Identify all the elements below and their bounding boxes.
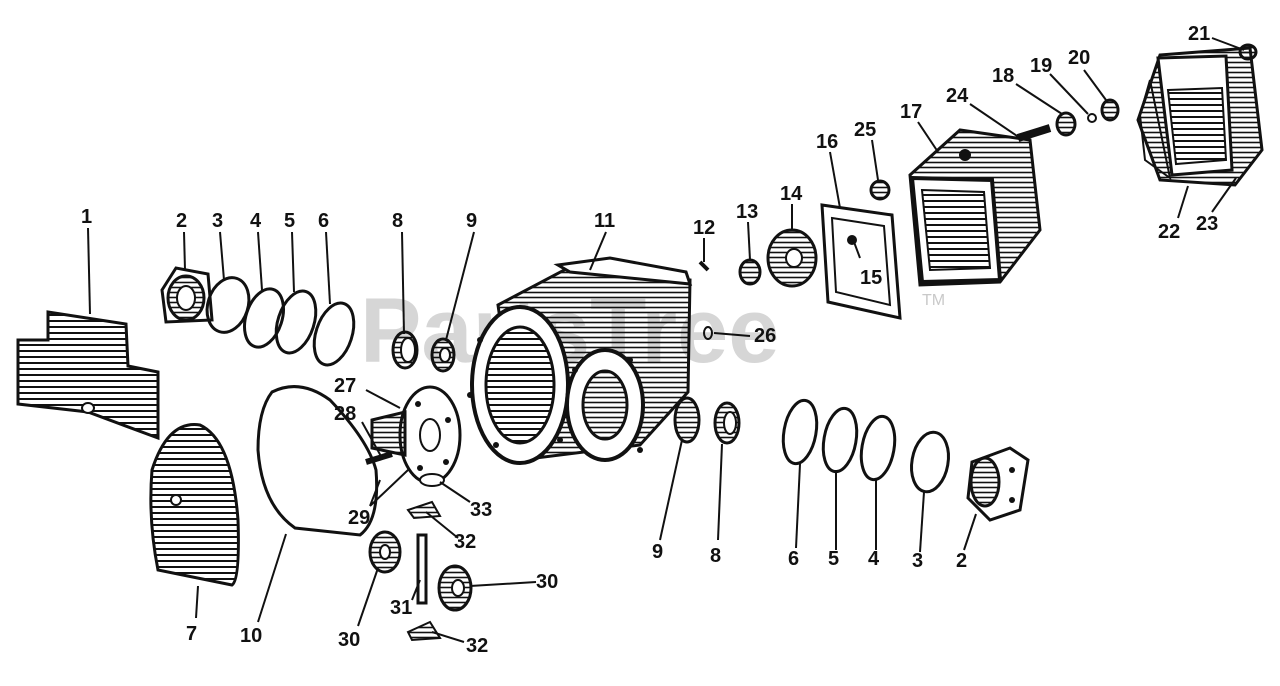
part-8-bearing-cup-right bbox=[713, 401, 741, 445]
callout-7: 7 bbox=[186, 623, 197, 645]
callout-8-right: 8 bbox=[710, 545, 721, 567]
part-4-shim-left bbox=[243, 287, 285, 349]
part-30-side-gear-right bbox=[437, 564, 473, 612]
part-26-oring bbox=[703, 326, 713, 340]
callout-15: 15 bbox=[860, 267, 882, 289]
callout-26: 26 bbox=[754, 325, 776, 347]
callout-11: 11 bbox=[594, 210, 615, 232]
callout-25: 25 bbox=[854, 119, 876, 141]
part-18-bearing bbox=[1055, 111, 1077, 137]
part-6-shim-left bbox=[312, 301, 356, 367]
part-21-breather bbox=[1238, 43, 1258, 61]
callout-4-left: 4 bbox=[250, 210, 262, 232]
callout-30-right: 30 bbox=[536, 571, 558, 593]
part-32-pinion-lower bbox=[406, 620, 442, 642]
part-24-shaft bbox=[1016, 124, 1052, 142]
part-9-bearing-cone-right bbox=[673, 396, 701, 444]
callout-labels: 1 2 3 4 5 6 8 9 11 12 13 14 15 16 17 18 … bbox=[81, 23, 1218, 657]
leader-lines bbox=[87, 37, 1245, 643]
callout-29: 29 bbox=[348, 507, 370, 529]
callout-3-left: 3 bbox=[212, 210, 223, 232]
part-9-bearing-cone-left bbox=[430, 337, 456, 373]
callout-3-right: 3 bbox=[912, 550, 923, 572]
part-6-shim-right bbox=[781, 398, 819, 466]
part-1-shield bbox=[16, 310, 160, 441]
callout-19: 19 bbox=[1030, 55, 1052, 77]
callout-1: 1 bbox=[81, 206, 92, 228]
callout-10: 10 bbox=[240, 625, 262, 647]
part-31-shaft bbox=[416, 533, 428, 605]
part-12-pin bbox=[698, 260, 710, 272]
callout-20: 20 bbox=[1068, 47, 1090, 69]
callout-18: 18 bbox=[992, 65, 1014, 87]
part-22-gasket bbox=[1138, 79, 1172, 181]
part-17-housing bbox=[908, 128, 1042, 287]
callout-5-right: 5 bbox=[828, 548, 839, 570]
part-2-retainer-left bbox=[160, 266, 214, 324]
part-33-thrust-washer bbox=[419, 473, 445, 487]
callout-32-lower: 32 bbox=[466, 635, 488, 657]
callout-27: 27 bbox=[334, 375, 356, 397]
part-16-cover-plate bbox=[820, 203, 902, 320]
callout-16: 16 bbox=[816, 131, 838, 153]
callout-9-left: 9 bbox=[466, 210, 477, 232]
callout-6-right: 6 bbox=[788, 548, 799, 570]
callout-2-left: 2 bbox=[176, 210, 187, 232]
part-5-shim-right bbox=[821, 406, 859, 474]
callout-17: 17 bbox=[900, 101, 922, 123]
callout-5-left: 5 bbox=[284, 210, 295, 232]
part-28-pin bbox=[365, 451, 393, 465]
part-8-bearing-cup-left bbox=[391, 330, 419, 370]
part-4-shim-right bbox=[859, 414, 897, 482]
part-23-end-cover bbox=[1136, 46, 1264, 187]
callout-30-left: 30 bbox=[338, 629, 360, 651]
part-20-seal bbox=[1100, 98, 1120, 122]
callout-9-right: 9 bbox=[652, 541, 663, 563]
watermark-trademark: TM bbox=[922, 292, 945, 309]
part-32-pinion-upper bbox=[406, 500, 442, 520]
part-19-clip bbox=[1087, 113, 1097, 123]
callout-28: 28 bbox=[334, 403, 356, 425]
callout-4-right: 4 bbox=[868, 548, 880, 570]
callout-2-right: 2 bbox=[956, 550, 967, 572]
callout-12: 12 bbox=[693, 217, 715, 239]
part-7-cover bbox=[149, 423, 240, 587]
callout-33: 33 bbox=[470, 499, 492, 521]
callout-6-left: 6 bbox=[318, 210, 329, 232]
callout-31: 31 bbox=[390, 597, 412, 619]
callout-23: 23 bbox=[1196, 213, 1218, 235]
part-27-differential-case bbox=[370, 385, 462, 485]
callout-8-left: 8 bbox=[392, 210, 403, 232]
part-3-shim-right bbox=[910, 430, 950, 494]
part-25-plug bbox=[869, 179, 891, 201]
part-14-gear bbox=[766, 228, 818, 288]
callout-32-upper: 32 bbox=[454, 531, 476, 553]
callout-21: 21 bbox=[1188, 23, 1210, 45]
part-10-gasket bbox=[256, 385, 379, 537]
callout-13: 13 bbox=[736, 201, 758, 223]
part-2-retainer-right bbox=[966, 446, 1030, 522]
part-11-transmission-case bbox=[467, 256, 693, 465]
callout-24: 24 bbox=[946, 85, 969, 107]
callout-22: 22 bbox=[1158, 221, 1180, 243]
callout-14: 14 bbox=[780, 183, 803, 205]
part-5-shim-left bbox=[274, 289, 318, 355]
part-30-side-gear-left bbox=[368, 530, 402, 574]
part-13-bushing bbox=[738, 258, 762, 286]
